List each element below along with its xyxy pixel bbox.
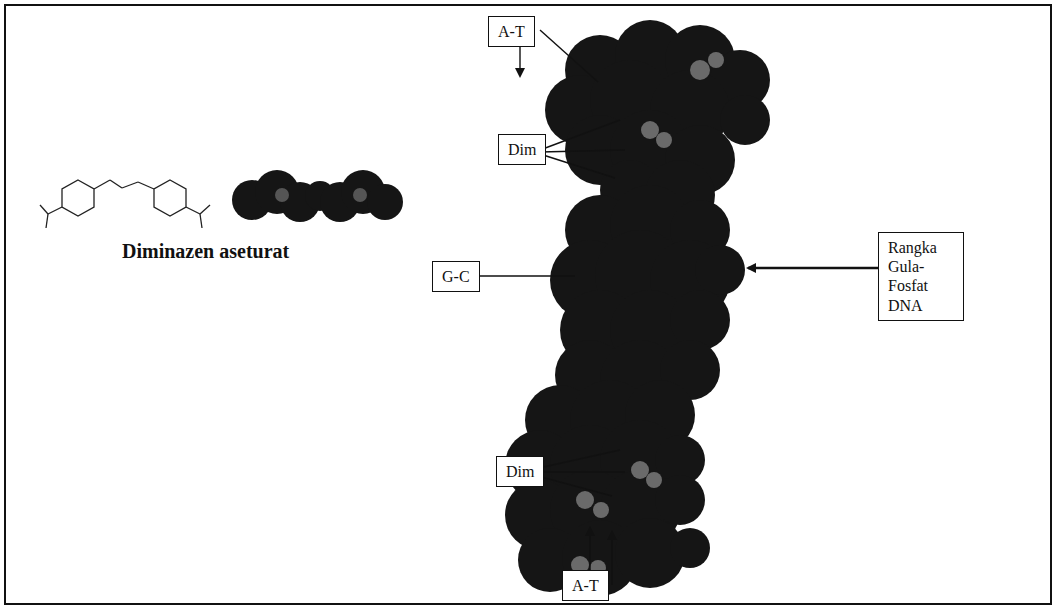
base-pair-box: A-T: [562, 570, 609, 601]
drug-box: Dim: [498, 134, 546, 165]
compound-name: Diminazen aseturat: [122, 240, 289, 263]
box-text: Dim: [508, 140, 536, 159]
box-text: Rangka Gula-Fosfat DNA: [888, 238, 954, 315]
base-pair-box: G-C: [432, 261, 480, 292]
box-text: Dim: [506, 462, 534, 481]
leader-lines: [460, 30, 920, 585]
box-text: A-T: [498, 22, 525, 41]
frame: [5, 5, 1051, 604]
molecule-model: [232, 170, 403, 222]
box-text: A-T: [572, 576, 599, 595]
base-pair-box: A-T: [488, 16, 535, 47]
drug-box: Dim: [496, 456, 544, 487]
backbone-box: Rangka Gula-Fosfat DNA: [878, 232, 964, 321]
dna-model: [505, 20, 770, 596]
box-text: G-C: [442, 267, 470, 286]
structure-formula: [40, 180, 210, 228]
